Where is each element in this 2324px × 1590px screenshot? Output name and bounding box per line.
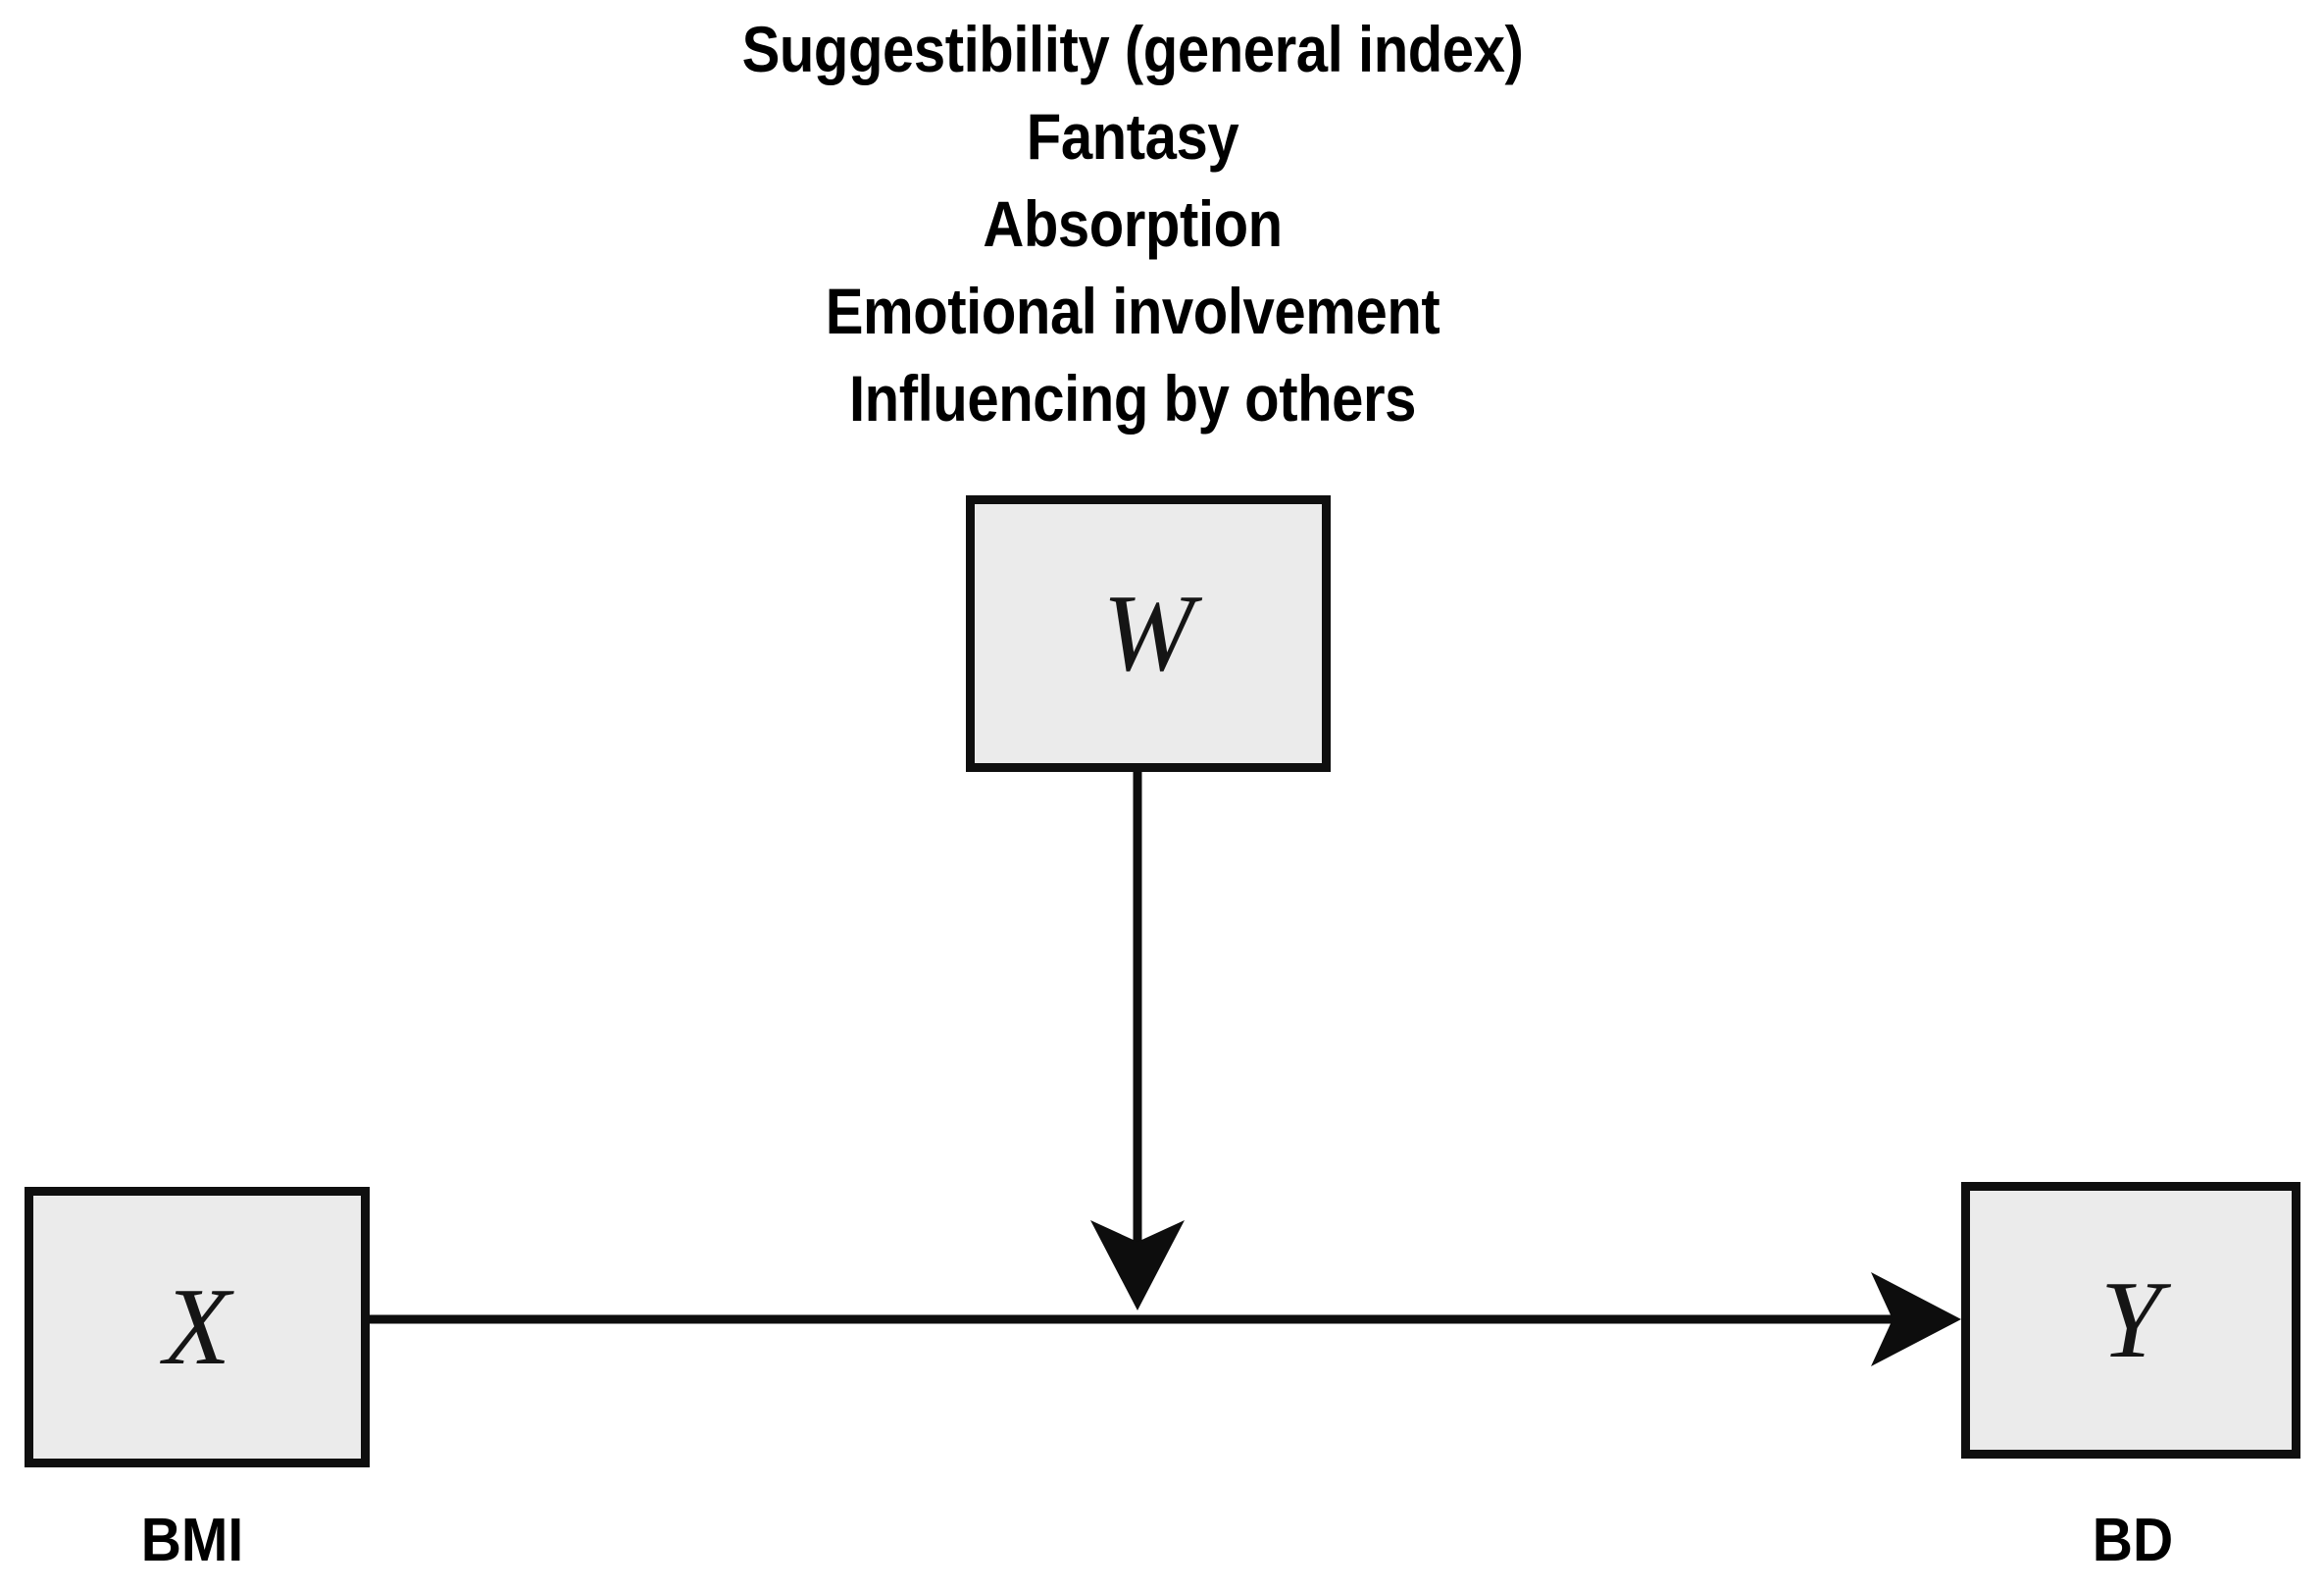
moderator-variable-list: Suggestibility (general index) Fantasy A… [529, 6, 1737, 442]
edge-w-to-path-arrowhead [1090, 1220, 1185, 1310]
moderator-line-2: Fantasy [1026, 100, 1239, 173]
node-caption-bd: BD [2092, 1507, 2174, 1574]
moderator-line-3: Absorption [983, 187, 1283, 260]
node-caption-bmi: BMI [140, 1507, 244, 1574]
node-box-moderator-w[interactable]: W [966, 495, 1331, 772]
node-box-predictor-x[interactable]: X [25, 1187, 370, 1467]
node-box-outcome-y[interactable]: Y [1961, 1182, 2300, 1459]
node-letter-w: W [1102, 573, 1194, 694]
node-letter-y: Y [2099, 1259, 2162, 1381]
node-letter-x: X [163, 1266, 231, 1388]
moderator-line-4: Emotional involvement [825, 275, 1440, 347]
edge-x-to-y-arrowhead [1871, 1272, 1961, 1366]
moderator-line-1: Suggestibility (general index) [741, 13, 1524, 85]
moderator-line-5: Influencing by others [848, 362, 1417, 435]
